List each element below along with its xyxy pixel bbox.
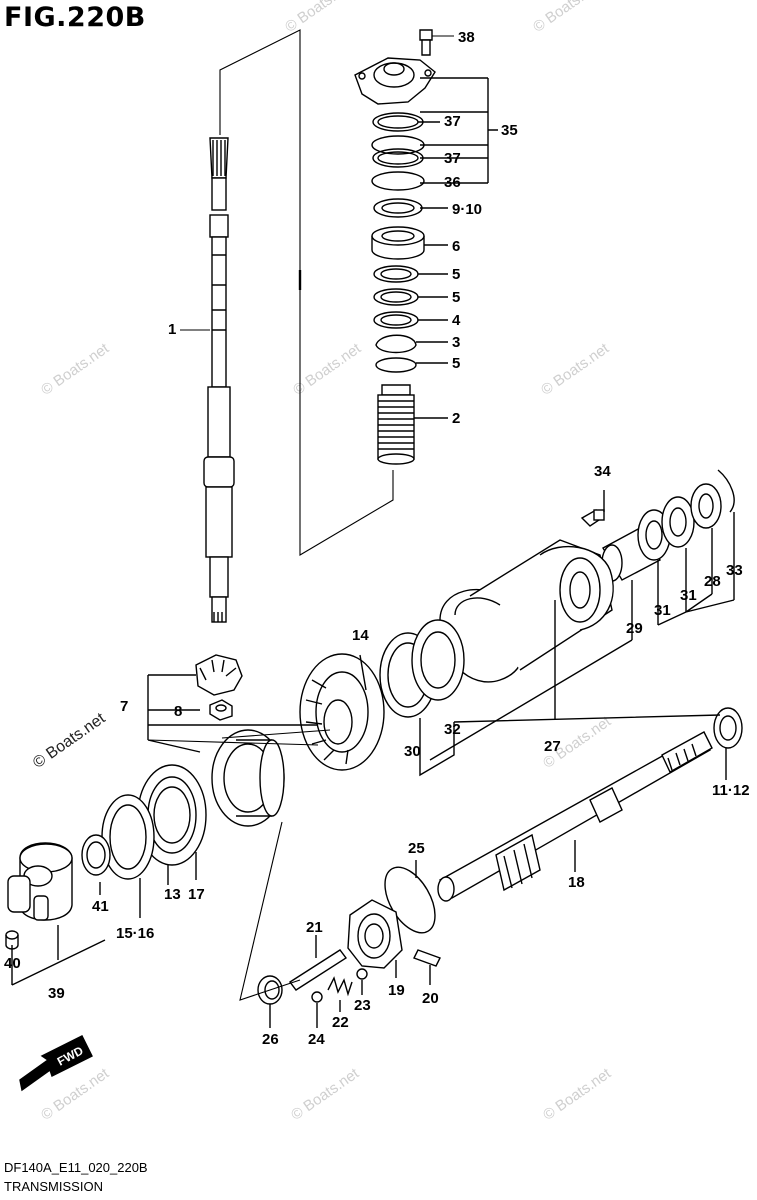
callout-24: 24: [308, 1031, 325, 1048]
callout-8: 8: [174, 703, 182, 720]
callout-2: 2: [452, 410, 460, 427]
forward-gear-part-13: [211, 729, 285, 827]
figure-title: FIG.220B: [4, 2, 146, 33]
callout-27: 27: [544, 738, 561, 755]
callout-39: 39: [48, 985, 65, 1002]
bearing-part-31b: [661, 496, 695, 548]
washer-part-5c: [375, 357, 417, 373]
callout-17: 17: [188, 886, 205, 903]
circlip-part-33: [717, 469, 735, 513]
bolt-part-38: [419, 29, 433, 56]
callout-13: 13: [164, 886, 181, 903]
seal-part-28: [690, 483, 722, 529]
callout-28: 28: [704, 573, 721, 590]
gasket-part-36: [371, 171, 425, 191]
callout-7: 7: [120, 698, 128, 715]
spring-part-2: [377, 384, 415, 465]
callout-41: 41: [92, 898, 109, 915]
nut-part-8: [209, 699, 233, 721]
callout-30: 30: [404, 743, 421, 760]
bearing-housing-part-39: [7, 842, 73, 921]
callout-1: 1: [168, 321, 176, 338]
pinion-gear-part-7: [195, 654, 243, 696]
callout-3: 3: [452, 334, 460, 351]
callout-15-16: 15·16: [116, 925, 154, 942]
drawing-code: DF140A_E11_020_220B: [4, 1160, 148, 1175]
callout-23: 23: [354, 997, 371, 1014]
bolt-part-34: [580, 509, 605, 527]
callout-26: 26: [262, 1031, 279, 1048]
callout-38: 38: [458, 29, 475, 46]
callout-22: 22: [332, 1014, 349, 1031]
callout-36: 36: [444, 174, 461, 191]
callout-5: 5: [452, 289, 460, 306]
callout-5: 5: [452, 266, 460, 283]
callout-33: 33: [726, 562, 743, 579]
push-rod-part-21: [288, 949, 348, 991]
callout-31: 31: [680, 587, 697, 604]
ball-part-23: [356, 968, 368, 980]
callout-34: 34: [594, 463, 611, 480]
callout-20: 20: [422, 990, 439, 1007]
reverse-gear-part-14: [299, 653, 385, 771]
spring-part-22: [327, 976, 353, 997]
callout-29: 29: [626, 620, 643, 637]
callout-37: 37: [444, 150, 461, 167]
callout-21: 21: [306, 919, 323, 936]
shim-part-15-16: [101, 794, 155, 880]
callout-9-10: 9·10: [452, 201, 482, 218]
callout-32: 32: [444, 721, 461, 738]
callout-19: 19: [388, 982, 405, 999]
bearing-race-part-32: [411, 619, 465, 701]
ball-part-24: [311, 991, 323, 1003]
callout-25: 25: [408, 840, 425, 857]
callout-40: 40: [4, 955, 21, 972]
callout-11-12: 11·12: [712, 782, 750, 799]
callout-31: 31: [654, 602, 671, 619]
callout-6: 6: [452, 238, 460, 255]
cross-pin-part-20: [413, 949, 441, 967]
gear-case-part-27: [439, 539, 614, 683]
callout-5: 5: [452, 355, 460, 372]
shim-part-9-10: [373, 198, 423, 218]
shim-part-11-12: [713, 707, 743, 749]
callout-18: 18: [568, 874, 585, 891]
needle-bearing-part-41: [81, 834, 111, 876]
drive-shaft-part-1: [203, 137, 235, 623]
callout-35: 35: [501, 122, 518, 139]
spring-clip-part-3: [375, 334, 417, 354]
callout-14: 14: [352, 627, 369, 644]
clutch-dog-part-19: [347, 899, 403, 969]
bearing-part-6: [371, 226, 425, 260]
callout-37: 37: [444, 113, 461, 130]
callout-4: 4: [452, 312, 461, 329]
pump-housing-part-35: [354, 57, 436, 105]
propeller-shaft-part-18: [437, 731, 713, 902]
section-name: TRANSMISSION: [4, 1179, 103, 1194]
forward-direction-arrow: [19, 1035, 93, 1092]
